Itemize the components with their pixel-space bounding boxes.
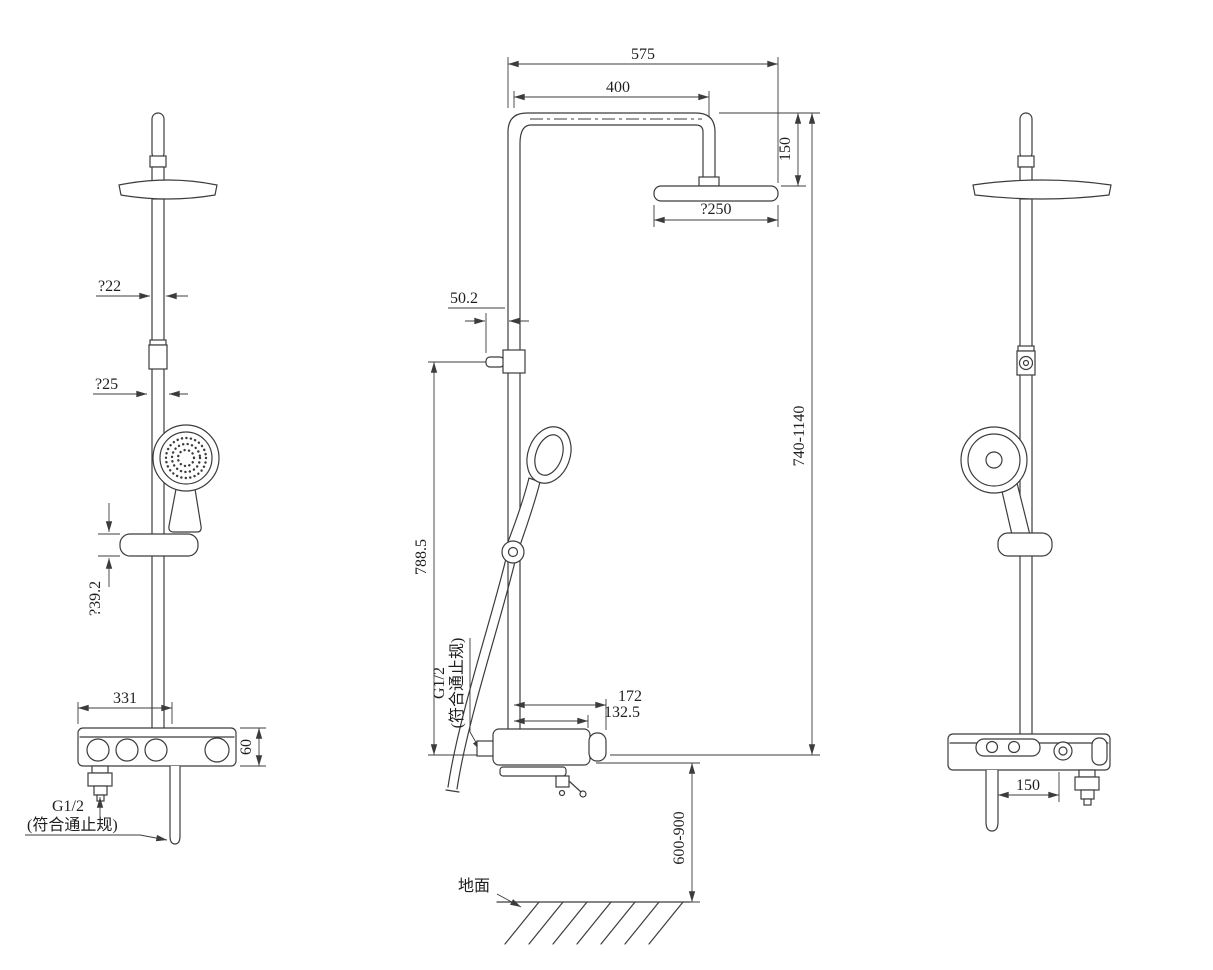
- knob: [1053, 741, 1073, 761]
- thread-label: G1/2: [52, 798, 84, 815]
- rain-shower-head: [118, 179, 218, 200]
- shower-hose: [456, 552, 518, 790]
- shower-hose: [169, 766, 181, 845]
- dim-50-2: 50.2: [448, 290, 529, 353]
- head-connector: [149, 155, 167, 168]
- ground-symbol: 地面: [458, 877, 691, 945]
- dim-331: 331: [77, 690, 173, 724]
- dim-172-label: 172: [618, 688, 642, 705]
- rain-shower-head: [653, 185, 779, 202]
- dim-dia25: ?25: [93, 376, 188, 398]
- dim-400: 400: [513, 79, 710, 175]
- dim-dia250-label: ?250: [700, 201, 731, 218]
- right-side-view: 150: [947, 112, 1112, 832]
- temp-knob: [1091, 737, 1108, 766]
- thread-note: (符合通止规): [27, 816, 118, 834]
- dim-60-label: 60: [238, 739, 255, 755]
- diverter-body: [502, 349, 526, 374]
- inlet-fitting: [476, 740, 495, 757]
- dim-dia22: ?22: [96, 278, 188, 300]
- dim-dia39-2: ?39.2: [87, 503, 120, 616]
- head-connector: [1017, 155, 1035, 168]
- hand-shower-handle: [168, 488, 202, 533]
- left-side-view: ?22 ?25 ?39.2 331 60 G: [25, 112, 266, 845]
- hand-shower: [526, 426, 572, 484]
- dim-50-2-label: 50.2: [450, 290, 478, 307]
- dim-172: 172: [514, 688, 642, 730]
- diverter-handle: [485, 356, 505, 368]
- dim-dia22-label: ?22: [98, 278, 121, 295]
- dim-400-label: 400: [606, 79, 630, 96]
- hand-shower: [152, 424, 220, 492]
- knob: [86, 738, 110, 762]
- spout-outlet: [555, 775, 570, 788]
- dim-150-label: 150: [777, 137, 794, 161]
- dim-150-right: 150: [998, 772, 1060, 802]
- knob: [144, 738, 168, 762]
- temp-knob: [588, 732, 607, 762]
- dim-150-front: 150: [719, 112, 820, 187]
- hand-shower: [960, 426, 1028, 494]
- rain-shower-head: [972, 179, 1112, 200]
- slider-bracket: [997, 532, 1053, 557]
- dim-60: 60: [238, 727, 266, 767]
- slider-bracket: [119, 533, 199, 557]
- spout-arm: [499, 766, 567, 777]
- diverter-button: [1018, 355, 1034, 371]
- thread-note: (符合通止规): [448, 638, 466, 729]
- slider-knob: [501, 540, 525, 564]
- inlet-check-valve: [1074, 769, 1100, 806]
- pipe-top-cap: [151, 112, 165, 160]
- inlet-check-valve: [87, 765, 113, 802]
- dim-575: 575: [507, 46, 779, 183]
- dim-dia250: ?250: [653, 201, 779, 227]
- front-view: 575 400 ?250 150 740-1140: [413, 46, 820, 945]
- dim-575-label: 575: [631, 46, 655, 63]
- dim-788-5-label: 788.5: [413, 539, 430, 575]
- dim-600-900-label: 600-900: [671, 811, 688, 864]
- dim-132-5-label: 132.5: [604, 704, 640, 721]
- pipe-top-cap: [1019, 112, 1033, 160]
- dim-dia25-label: ?25: [95, 376, 118, 393]
- dim-150-label: 150: [1016, 777, 1040, 794]
- shower-hose: [985, 770, 999, 832]
- knob: [115, 738, 139, 762]
- valve-body: [492, 728, 591, 766]
- dim-dia39-2-label: ?39.2: [87, 581, 104, 616]
- dim-600-900: 600-900: [596, 762, 700, 903]
- dim-740-1140: 740-1140: [610, 113, 820, 756]
- dim-788-5: 788.5: [413, 361, 486, 756]
- dim-132-5: 132.5: [514, 704, 640, 728]
- thread-callout-left: G1/2 (符合通止规): [25, 797, 168, 842]
- pipe-connector: [148, 344, 168, 370]
- dim-740-1140-label: 740-1140: [791, 406, 808, 467]
- thread-label: G1/2: [431, 667, 448, 699]
- head-connector: [698, 176, 720, 187]
- ground-label: 地面: [458, 877, 490, 895]
- knob: [204, 737, 230, 763]
- thread-callout-front: G1/2 (符合通止规): [431, 638, 482, 752]
- dim-331-label: 331: [113, 690, 137, 707]
